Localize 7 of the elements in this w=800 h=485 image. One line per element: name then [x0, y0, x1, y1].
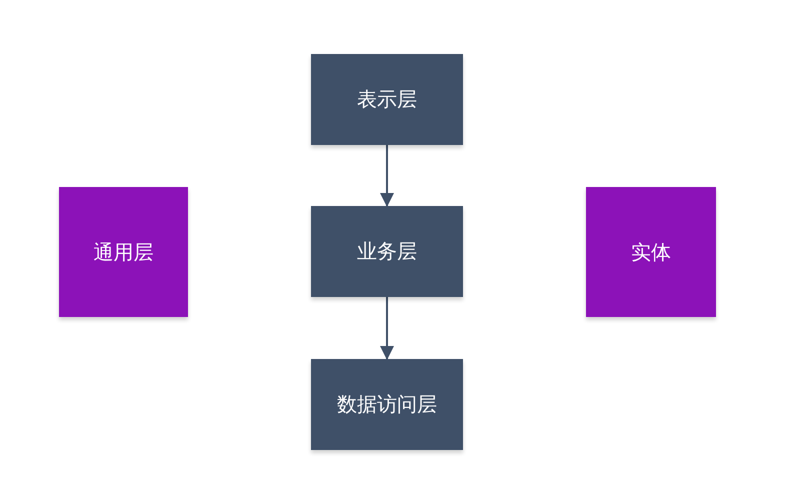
layer-box: 业务层: [311, 206, 463, 297]
arrow: [380, 145, 394, 207]
layer-box: 表示层: [311, 54, 463, 145]
layer-box: 数据访问层: [311, 359, 463, 450]
module-box: 通用层: [59, 187, 188, 317]
arrow: [380, 297, 394, 360]
module-box: 实体: [586, 187, 716, 317]
